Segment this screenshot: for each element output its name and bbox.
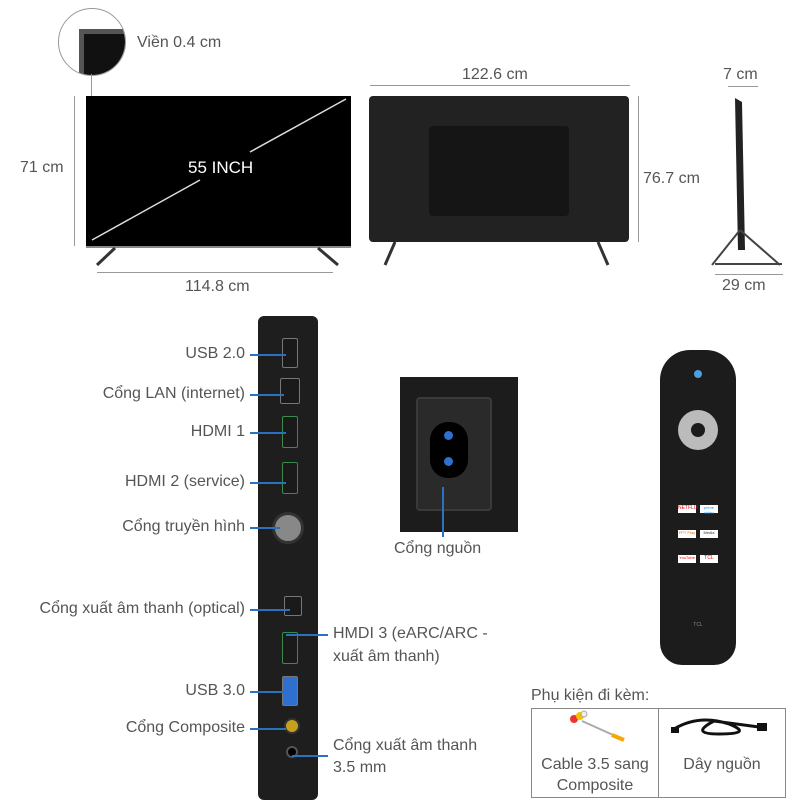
remote-brand: TCL [693,622,703,628]
tcl-button: TCL [700,555,718,563]
port-panel [258,316,318,800]
front-width-label: 114.8 cm [185,278,250,295]
depth-top-label: 7 cm [723,66,758,83]
accessory-label-1: Cable 3.5 sang [541,756,649,773]
label-antenna: Cổng truyền hình [122,518,245,535]
label-audio35-line2: 3.5 mm [333,759,387,776]
accessory-label-1b: Composite [556,777,634,794]
bezel-zoom-circle [58,8,126,76]
bezel-label: Viền 0.4 cm [137,34,222,51]
power-socket-photo [400,377,518,532]
power-cord-icon [671,718,767,736]
depth-stand-label: 29 cm [722,277,766,294]
tv-back [369,96,629,242]
diagonal-label: 55 INCH [188,158,254,177]
accessory-label-2: Dây nguồn [683,756,761,773]
label-audio35-line1: Cổng xuất âm thanh [333,737,478,754]
label-hdmi2: HDMI 2 (service) [124,473,245,490]
label-usb2: USB 2.0 [185,345,245,362]
label-hdmi1: HDMI 1 [190,423,245,440]
remote-control: NETFLIX prime video FPT Play Media YouTu… [660,350,736,665]
label-optical: Cổng xuất âm thanh (optical) [39,600,245,617]
label-usb3: USB 3.0 [185,682,245,699]
back-height-label: 76.7 cm [643,170,700,187]
netflix-button: NETFLIX [678,505,699,513]
label-power: Cổng nguồn [394,540,482,557]
label-hdmi3-line1: HMDI 3 (eARC/ARC - [333,625,488,642]
prime-button: prime video [700,505,718,515]
label-lan: Cổng LAN (internet) [102,385,245,402]
front-height-label: 71 cm [20,159,64,176]
front-diagonal-arrow [91,98,782,267]
youtube-button: YouTube [678,555,696,563]
label-hdmi3-line2: xuất âm thanh) [333,648,440,665]
composite-cable-icon [570,710,625,742]
accessories-table: Cable 3.5 sang Composite Dây nguồn [531,708,786,798]
back-width-label: 122.6 cm [462,66,528,83]
fptplay-button: FPT Play [678,530,696,538]
accessory-power-cord: Dây nguồn [659,709,785,797]
media-button: Media [700,530,718,538]
label-composite: Cổng Composite [125,719,245,736]
accessory-composite-cable: Cable 3.5 sang Composite [532,709,659,797]
accessories-title: Phụ kiện đi kèm: [531,687,650,704]
